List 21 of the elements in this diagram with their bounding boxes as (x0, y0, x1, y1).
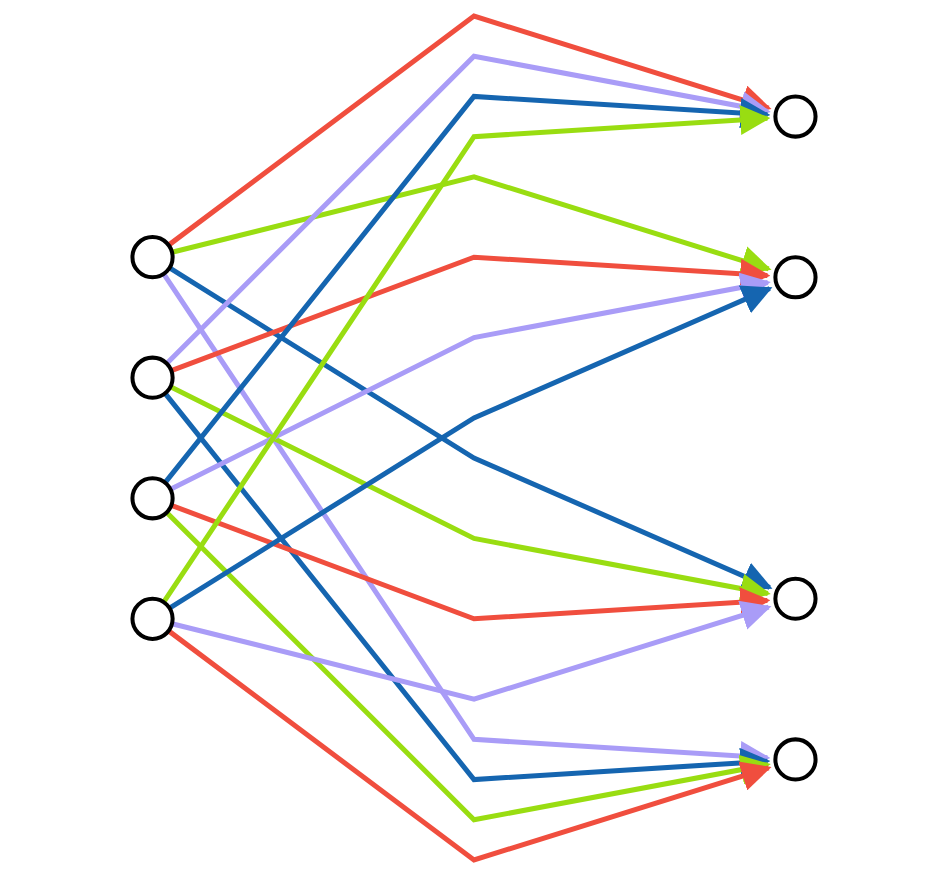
arrow (163, 391, 771, 783)
arrow (161, 104, 771, 604)
node-circle (130, 596, 175, 641)
arrow (170, 254, 771, 374)
arrow (167, 628, 772, 863)
arrow (164, 53, 771, 366)
node-circle (773, 737, 818, 782)
arrow (171, 600, 772, 702)
node-circle (773, 255, 818, 300)
node-circle (130, 355, 175, 400)
node-circle (773, 94, 818, 139)
node-circle (130, 476, 175, 521)
arrow (170, 502, 771, 622)
arrow (163, 93, 771, 485)
node-circle (130, 235, 175, 280)
arrow (164, 510, 771, 823)
arrow (169, 272, 771, 492)
arrow (167, 13, 772, 248)
arrow (169, 384, 771, 604)
node-circle (773, 576, 818, 621)
arrow (171, 174, 772, 276)
